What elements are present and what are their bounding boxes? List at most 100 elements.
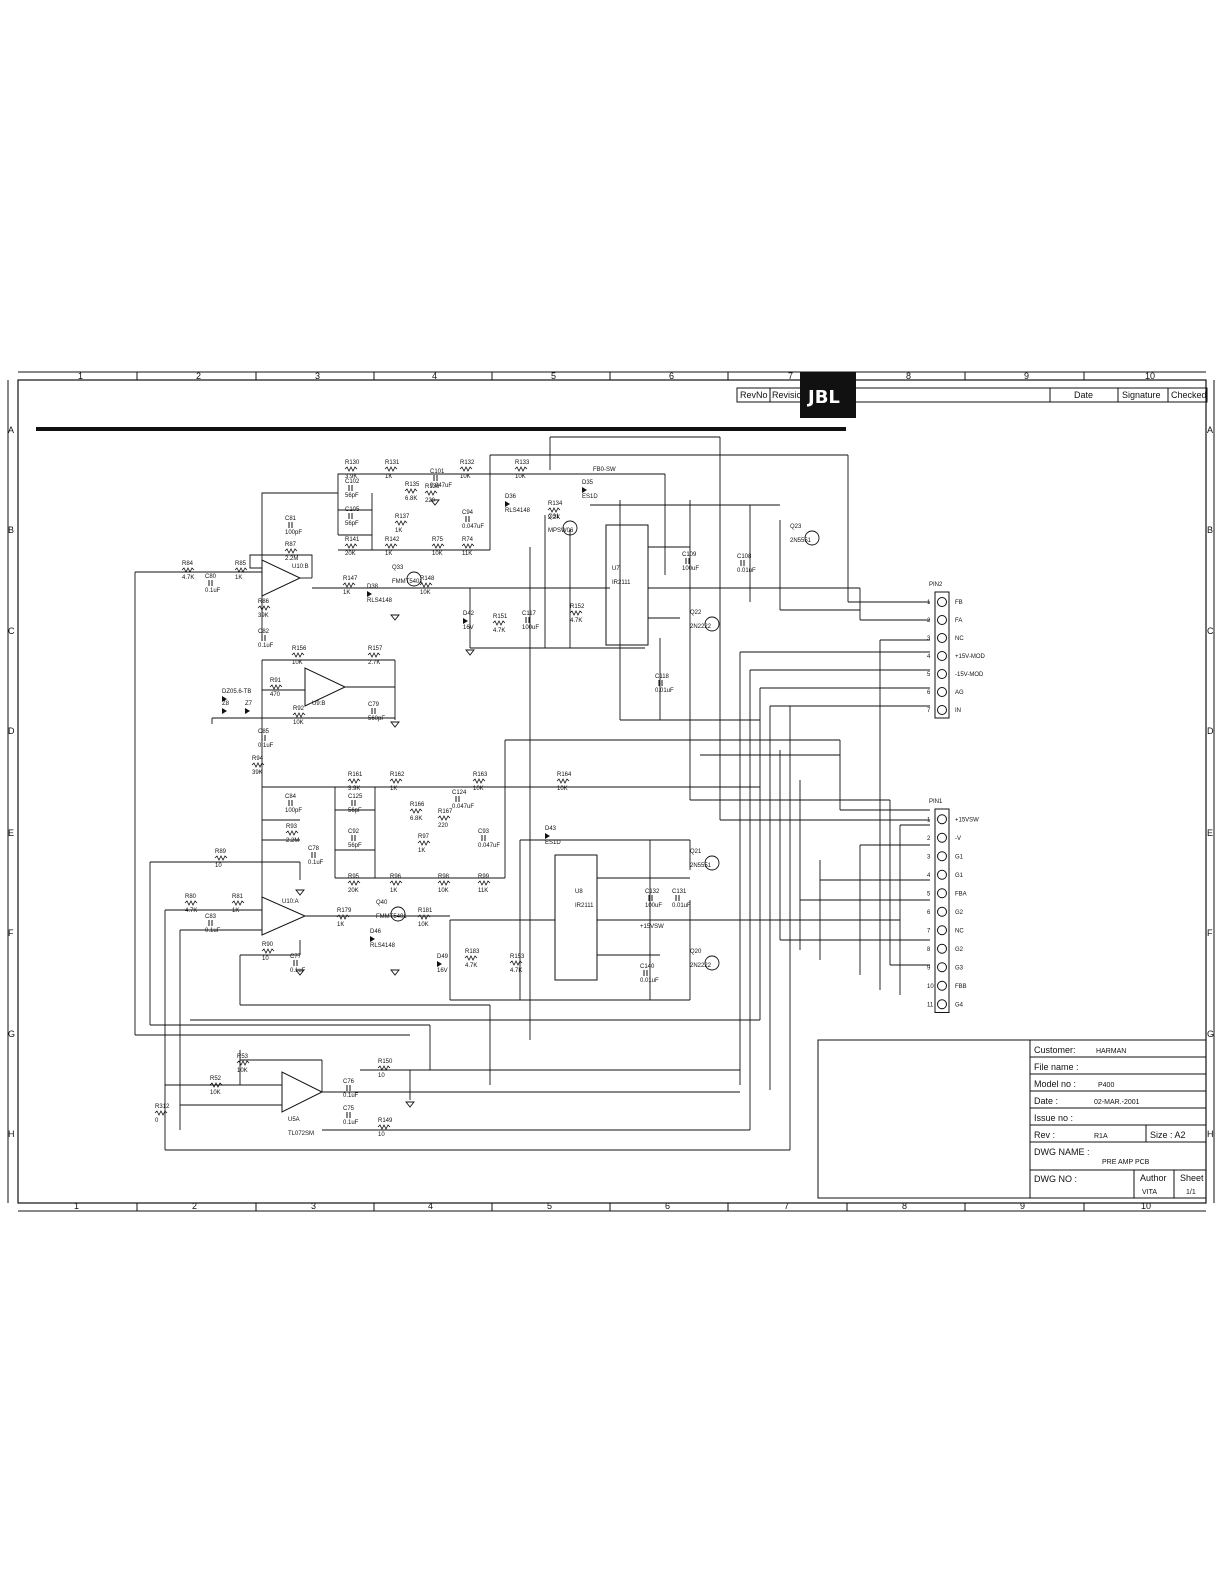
component-value: 0.1uF	[343, 1093, 359, 1099]
dwg-no-label: DWG NO :	[1034, 1174, 1077, 1184]
resistor-symbol	[184, 900, 198, 906]
resistor-symbol	[377, 1124, 391, 1130]
pin-number: 3	[927, 636, 931, 642]
component-value: 10K	[515, 474, 526, 480]
component-ref: R149	[378, 1118, 393, 1124]
dwg-name-label: DWG NAME :	[1034, 1147, 1090, 1157]
resistor-symbol	[344, 466, 358, 472]
component-value: 4.7K	[465, 963, 477, 969]
component-ref: R96	[390, 874, 402, 880]
component-value: 0.047uF	[478, 843, 500, 849]
component-value: 1K	[337, 922, 344, 928]
component-ref: R133	[515, 460, 530, 466]
component-value: 100uF	[682, 566, 699, 572]
resistor-symbol	[377, 1065, 391, 1071]
pin-number: 7	[927, 928, 931, 934]
component-value: 1K	[385, 551, 392, 557]
diode-symbol	[370, 936, 375, 942]
pin-number: 8	[927, 947, 931, 953]
date-value: 02-MAR.-2001	[1094, 1099, 1140, 1106]
component-ref: R161	[348, 772, 363, 778]
component-ref: U9:B	[312, 701, 325, 707]
pin-label: FB	[955, 600, 963, 606]
component-value: 2N5551	[690, 863, 712, 869]
component-ref: R147	[343, 576, 358, 582]
component-value: 2N2222	[690, 624, 712, 630]
component-ref: C84	[285, 794, 297, 800]
transistor-symbol	[704, 616, 720, 632]
rev-label: Rev :	[1034, 1130, 1055, 1140]
component-ref: C76	[343, 1079, 355, 1085]
revision-header: Revision	[772, 390, 807, 400]
ground-symbol	[295, 889, 305, 896]
component-ref: C124	[452, 790, 467, 796]
component-ref: U8	[575, 889, 583, 895]
resistor-symbol	[464, 955, 478, 961]
author-value: VITA	[1142, 1189, 1157, 1196]
component-value: 1K	[385, 474, 392, 480]
component-value: 1K	[235, 575, 242, 581]
row-label: F	[8, 928, 14, 938]
row-label: A	[8, 425, 14, 435]
resistor-symbol	[347, 880, 361, 886]
pin-number: 6	[927, 910, 931, 916]
component-ref: R53	[237, 1054, 249, 1060]
component-value: 10K	[460, 474, 471, 480]
component-value: 10K	[432, 551, 443, 557]
resistor-symbol	[389, 880, 403, 886]
component-ref: R156	[292, 646, 307, 652]
resistor-symbol	[342, 582, 356, 588]
sheet-value: 1/1	[1186, 1189, 1196, 1196]
component-ref: R183	[465, 949, 480, 955]
component-ref: C85	[258, 729, 270, 735]
connector-name: PIN2	[929, 582, 943, 588]
resistor-symbol	[384, 543, 398, 549]
component-ref: Q20	[690, 949, 702, 955]
resistor-symbol	[437, 815, 451, 821]
issue-no-label: Issue no :	[1034, 1113, 1073, 1123]
connector-pin	[937, 814, 947, 825]
row-label: C	[1207, 626, 1214, 636]
component-value: 2.2K	[548, 515, 560, 521]
title-block	[817, 1039, 1207, 1199]
column-label: 8	[906, 371, 911, 381]
connector-pin	[937, 925, 947, 936]
resistor-symbol	[389, 778, 403, 784]
component-ref: C94	[462, 510, 474, 516]
component-value: 0.1uF	[258, 743, 274, 749]
row-label: D	[8, 726, 15, 736]
component-labels: R1303.9KR1311KR13210KR13310KFB0-SWD35ES1…	[154, 460, 820, 1138]
component-value: 16V	[463, 625, 474, 631]
pin-number: 3	[927, 854, 931, 860]
component-ref: R74	[462, 537, 474, 543]
component-value: 10K	[237, 1068, 248, 1074]
resistor-symbol	[417, 914, 431, 920]
resistor-symbol	[284, 548, 298, 554]
resistor-symbol	[181, 567, 195, 573]
transistor-symbol	[562, 520, 578, 536]
pin-label: IN	[955, 708, 961, 714]
component-ref: C75	[343, 1106, 355, 1112]
component-ref: C117	[522, 611, 537, 617]
pin-label: G3	[955, 965, 964, 971]
component-ref: D49	[437, 954, 449, 960]
resistor-symbol	[431, 543, 445, 549]
row-label: E	[1207, 828, 1213, 838]
component-ref: R99	[478, 874, 490, 880]
connector-pin	[937, 651, 947, 661]
connector-pin	[937, 597, 947, 607]
component-ref: R181	[418, 908, 433, 914]
component-ref: R151	[493, 614, 508, 620]
column-label: 3	[311, 1201, 316, 1211]
pin-label: G1	[955, 854, 964, 860]
component-ref: C105	[345, 507, 360, 513]
component-ref: R94	[252, 756, 264, 762]
component-value: 10	[215, 863, 222, 869]
component-value: 4.7K	[185, 908, 197, 914]
component-value: 0	[155, 1118, 159, 1124]
component-value: 0.1uF	[343, 1120, 359, 1126]
component-ref: Z8	[222, 701, 230, 707]
component-value: 0.01uF	[672, 903, 691, 909]
component-value: 2.2M	[285, 556, 298, 562]
